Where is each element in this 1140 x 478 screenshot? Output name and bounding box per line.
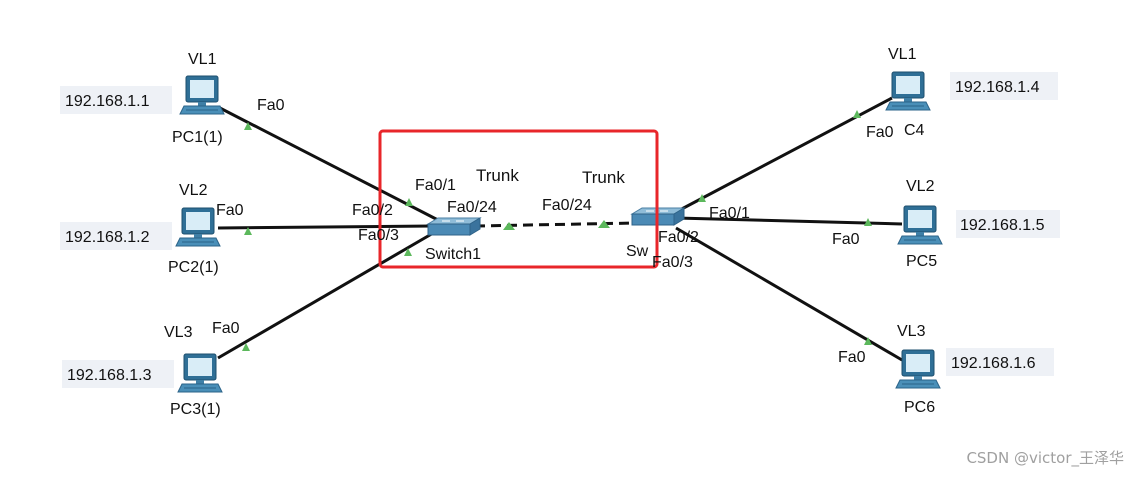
pc5-vlan: VL2 bbox=[906, 178, 935, 195]
link-pc3-switch1 bbox=[217, 230, 436, 360]
status-triangle bbox=[598, 220, 610, 228]
status-triangle bbox=[405, 198, 413, 206]
pc6-icon[interactable] bbox=[895, 349, 941, 389]
switch1-port-fa0-1: Fa0/1 bbox=[415, 177, 456, 194]
status-triangle bbox=[244, 122, 252, 130]
pc3-icon[interactable] bbox=[177, 353, 223, 393]
pc2-name: PC2(1) bbox=[168, 259, 219, 276]
status-triangle bbox=[404, 248, 412, 256]
switch1-port-fa0-2: Fa0/2 bbox=[352, 202, 393, 219]
switch1-name: Switch1 bbox=[425, 246, 481, 263]
link-sw-pc5 bbox=[675, 216, 903, 226]
link-status-indicators bbox=[242, 110, 872, 351]
status-triangle bbox=[503, 222, 515, 230]
pc3-name: PC3(1) bbox=[170, 401, 221, 418]
switch2-name: Sw bbox=[626, 243, 649, 260]
switch1-port-fa0-3: Fa0/3 bbox=[358, 227, 399, 244]
pc2-vlan: VL2 bbox=[179, 182, 208, 199]
pc2-icon[interactable] bbox=[175, 207, 221, 247]
watermark: CSDN @victor_王泽华 bbox=[966, 449, 1124, 467]
status-triangle bbox=[242, 343, 250, 351]
pc4-ip: 192.168.1.4 bbox=[955, 79, 1040, 96]
pc5-port: Fa0 bbox=[832, 231, 860, 248]
status-triangle bbox=[864, 337, 872, 345]
status-triangle bbox=[853, 110, 861, 118]
switch2-port-fa0-2: Fa0/2 bbox=[658, 229, 699, 246]
switch1-port-fa0-24: Fa0/24 bbox=[447, 199, 497, 216]
trunk-label-left: Trunk bbox=[476, 166, 519, 185]
trunk-highlight-box bbox=[378, 129, 659, 269]
switch2-port-fa0-3: Fa0/3 bbox=[652, 254, 693, 271]
pc5-icon[interactable] bbox=[897, 205, 943, 245]
status-triangle bbox=[864, 218, 872, 226]
pc5-name: PC5 bbox=[906, 253, 937, 270]
pc3-vlan: VL3 bbox=[164, 324, 193, 341]
pc2-port: Fa0 bbox=[216, 202, 244, 219]
link-sw-pc6 bbox=[675, 226, 903, 362]
pc4-name: C4 bbox=[904, 122, 925, 139]
status-triangle bbox=[698, 194, 706, 202]
pc6-port: Fa0 bbox=[838, 349, 866, 366]
pc1-ip: 192.168.1.1 bbox=[65, 93, 150, 110]
pc5-ip: 192.168.1.5 bbox=[960, 217, 1045, 234]
pc4-vlan: VL1 bbox=[888, 46, 917, 63]
link-pc2-switch1 bbox=[217, 224, 433, 230]
link-sw-c4 bbox=[675, 96, 893, 214]
pc2-ip: 192.168.1.2 bbox=[65, 229, 150, 246]
switch2-port-fa0-1: Fa0/1 bbox=[709, 205, 750, 222]
pc6-vlan: VL3 bbox=[897, 323, 926, 340]
pc1-vlan: VL1 bbox=[188, 51, 217, 68]
pc1-icon[interactable] bbox=[179, 75, 225, 115]
switch1-icon[interactable] bbox=[427, 217, 481, 236]
pc1-port: Fa0 bbox=[257, 97, 285, 114]
switch2-port-fa0-24: Fa0/24 bbox=[542, 197, 592, 214]
pc3-port: Fa0 bbox=[212, 320, 240, 337]
trunk-label-right: Trunk bbox=[582, 168, 625, 187]
pc4-port: Fa0 bbox=[866, 124, 894, 141]
status-triangle bbox=[244, 227, 252, 235]
pc6-name: PC6 bbox=[904, 399, 935, 416]
link-pc1-switch1 bbox=[217, 105, 439, 222]
trunk-link bbox=[474, 221, 637, 228]
pc6-ip: 192.168.1.6 bbox=[951, 355, 1036, 372]
pc4-icon[interactable] bbox=[885, 71, 931, 111]
pc3-ip: 192.168.1.3 bbox=[67, 367, 152, 384]
pc1-name: PC1(1) bbox=[172, 129, 223, 146]
